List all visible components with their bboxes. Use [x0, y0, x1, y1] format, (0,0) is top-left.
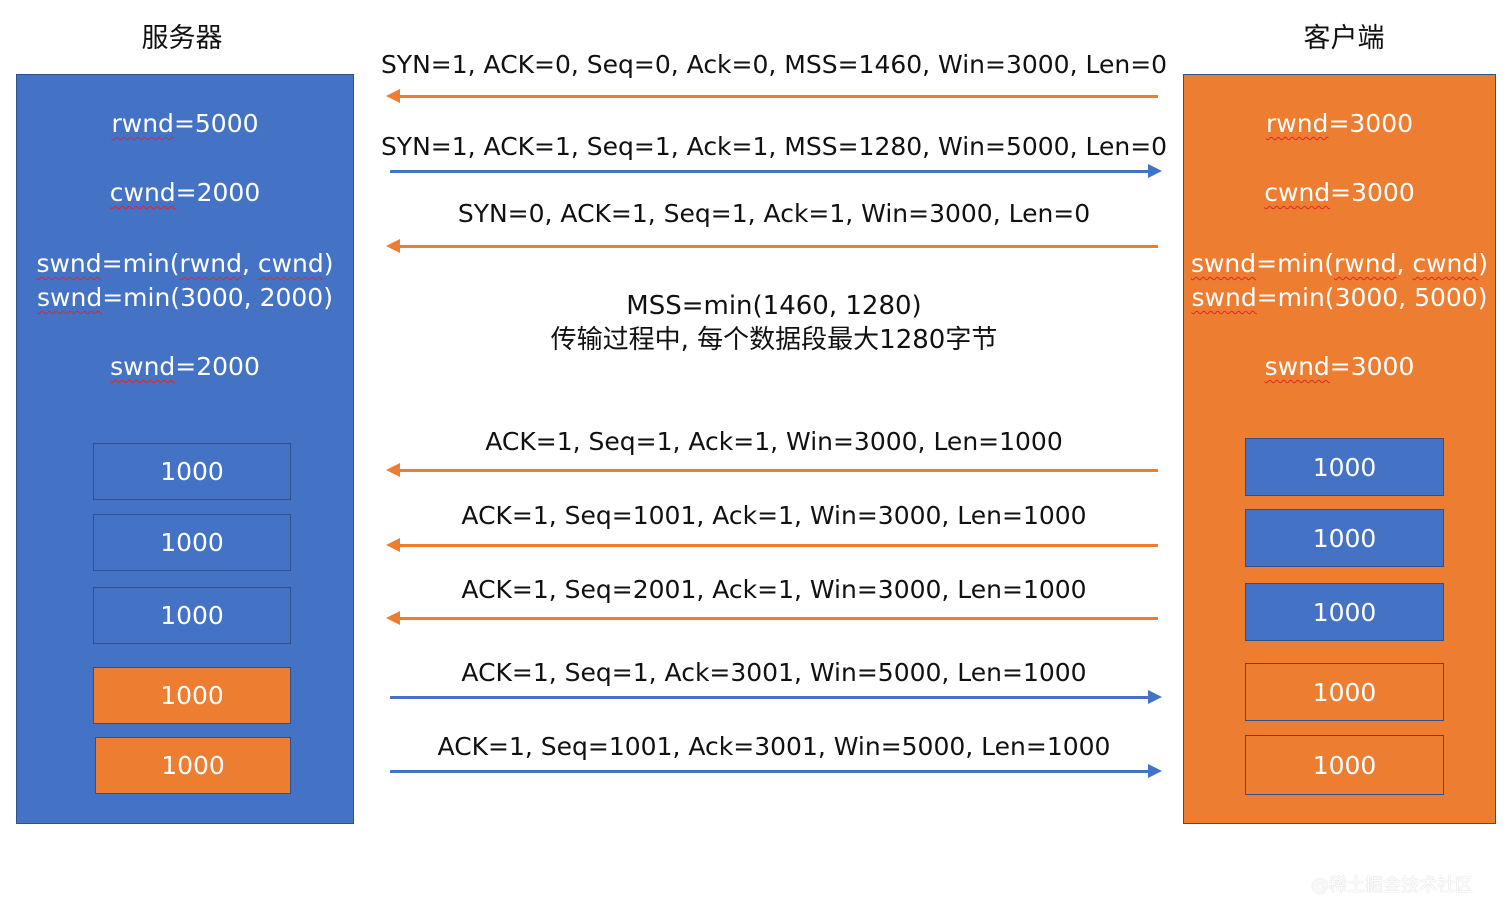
message-label: ACK=1, Seq=2001, Ack=1, Win=3000, Len=10… [461, 575, 1087, 604]
server-swnd-result: swnd=2000 [110, 352, 260, 381]
message-label: ACK=1, Seq=1, Ack=1, Win=3000, Len=1000 [485, 427, 1063, 456]
arrow-to-client [390, 164, 1162, 178]
message-label: ACK=1, Seq=1001, Ack=3001, Win=5000, Len… [437, 732, 1111, 761]
arrow-to-client [390, 690, 1162, 704]
client-title: 客户端 [1303, 23, 1385, 54]
client-swnd-values: swnd=min(3000, 5000) [1191, 283, 1488, 312]
server-swnd-formula: swnd=min(rwnd, cwnd) [36, 249, 334, 278]
client-rwnd: rwnd=3000 [1265, 109, 1414, 138]
server-segment-block: 1000 [93, 667, 291, 724]
server-title: 服务器 [141, 23, 223, 54]
message-label: SYN=1, ACK=1, Seq=1, Ack=1, MSS=1280, Wi… [380, 132, 1168, 161]
server-panel: rwnd=5000 cwnd=2000 swnd=min(rwnd, cwnd)… [16, 74, 354, 824]
arrow-to-server [386, 239, 1158, 253]
mss-note-line1: MSS=min(1460, 1280) [626, 291, 922, 321]
client-segment-block: 1000 [1245, 438, 1444, 496]
server-swnd-values: swnd=min(3000, 2000) [37, 283, 333, 312]
arrow-to-client [390, 764, 1162, 778]
client-swnd-result: swnd=3000 [1264, 352, 1415, 381]
arrow-to-server [386, 611, 1158, 625]
arrow-to-server [386, 538, 1158, 552]
client-panel: rwnd=3000 cwnd=3000 swnd=min(rwnd, cwnd)… [1183, 74, 1496, 896]
arrow-to-server [386, 89, 1158, 103]
client-swnd-formula: swnd=min(rwnd, cwnd) [1190, 249, 1489, 278]
mss-note-line2: 传输过程中, 每个数据段最大1280字节 [550, 325, 998, 355]
message-label: SYN=1, ACK=0, Seq=0, Ack=0, MSS=1460, Wi… [380, 50, 1168, 79]
server-cwnd: cwnd=2000 [109, 178, 261, 207]
server-rwnd: rwnd=5000 [111, 109, 259, 138]
server-segment-block: 1000 [93, 443, 291, 500]
client-cwnd: cwnd=3000 [1264, 178, 1415, 207]
server-segment-block: 1000 [93, 587, 291, 644]
mss-note: MSS=min(1460, 1280) 传输过程中, 每个数据段最大1280字节 [380, 289, 1168, 357]
client-segment-block: 1000 [1245, 583, 1444, 641]
client-segment-block: 1000 [1245, 735, 1444, 795]
message-label: SYN=0, ACK=1, Seq=1, Ack=1, Win=3000, Le… [457, 199, 1091, 228]
server-segment-block: 1000 [93, 514, 291, 571]
client-segment-block: 1000 [1245, 509, 1444, 567]
message-label: ACK=1, Seq=1001, Ack=1, Win=3000, Len=10… [461, 501, 1087, 530]
server-segment-block: 1000 [95, 737, 291, 794]
message-label: ACK=1, Seq=1, Ack=3001, Win=5000, Len=10… [461, 658, 1087, 687]
arrow-to-server [386, 463, 1158, 477]
watermark: @稀土掘金技术社区 [1311, 875, 1473, 896]
client-segment-block: 1000 [1245, 663, 1444, 721]
